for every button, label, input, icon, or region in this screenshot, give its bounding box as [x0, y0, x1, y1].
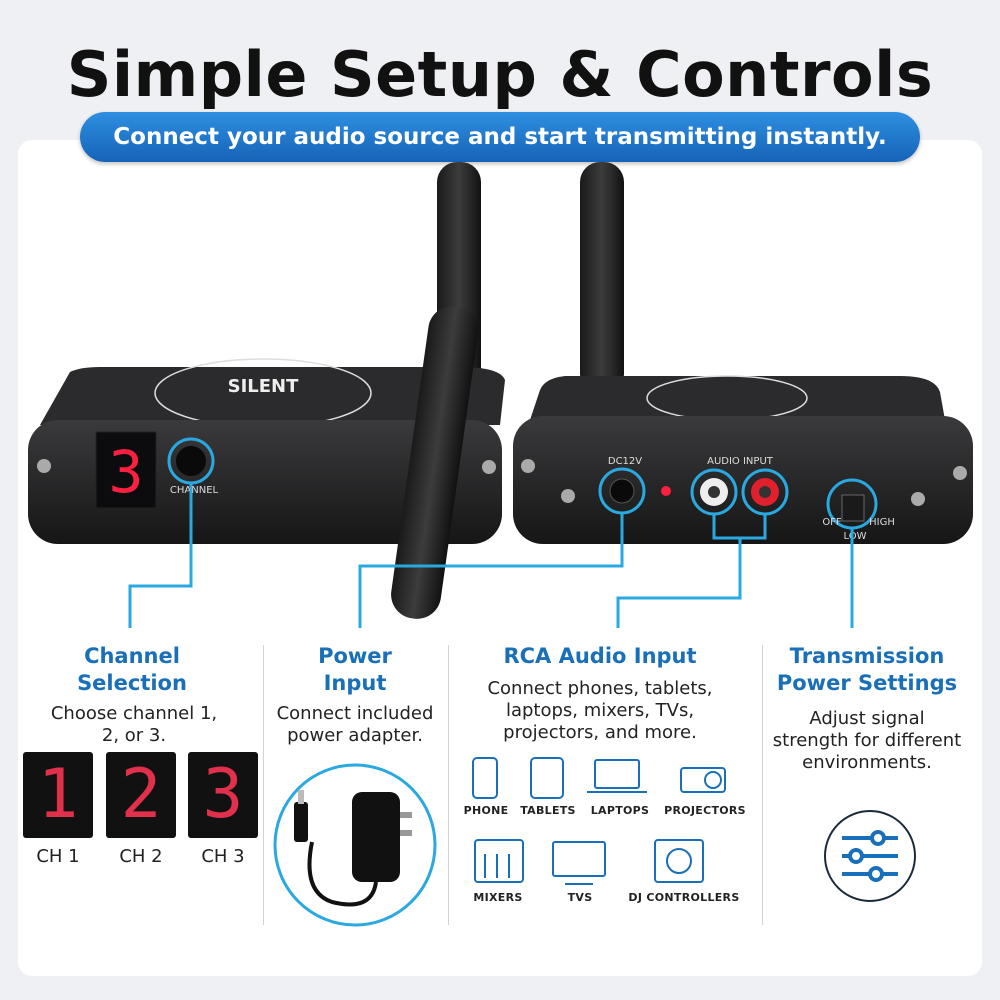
- channel-label: CHANNEL: [170, 485, 219, 496]
- power-input-text: Connect included power adapter.: [276, 703, 434, 746]
- laptop-icon: [594, 759, 640, 789]
- tablet-icon: [530, 757, 564, 799]
- tv-icon: [552, 841, 606, 877]
- source-icons: [472, 757, 726, 885]
- callout-lines: [128, 483, 854, 628]
- source-label-phone: PHONE: [463, 804, 509, 817]
- channel-digit: 3: [202, 755, 244, 834]
- channel-digit-box: [23, 752, 93, 838]
- right-unit-top: [530, 376, 945, 420]
- channel-label-1: CH 1: [36, 846, 80, 867]
- divider: [762, 645, 763, 925]
- audio-input-label: AUDIO INPUT: [707, 456, 774, 467]
- channel-label-2: CH 2: [119, 846, 163, 867]
- channel-digit-box: [106, 752, 176, 838]
- projector-icon: [680, 767, 726, 793]
- source-label-dj-controllers: DJ CONTROLLERS: [628, 891, 740, 904]
- content-card: [18, 140, 982, 976]
- dc-label: DC12V: [608, 456, 642, 467]
- channel-label-3: CH 3: [201, 846, 245, 867]
- sliders-icon: [824, 810, 916, 902]
- source-label-tvs: TVS: [567, 891, 593, 904]
- channel-display: 3: [109, 438, 144, 506]
- switch-high-label: HIGH: [869, 517, 895, 528]
- rca-input-title: RCA Audio Input: [503, 644, 697, 668]
- channel-selection-text: Choose channel 1, 2, or 3.: [50, 703, 218, 746]
- source-label-laptops: LAPTOPS: [590, 804, 650, 817]
- transmission-title: Transmission Power Settings: [776, 644, 958, 695]
- channel-selection-title: Channel Selection: [77, 644, 187, 695]
- channel-digit: 2: [120, 755, 162, 834]
- source-label-projectors: PROJECTORS: [664, 804, 746, 817]
- divider: [448, 645, 449, 925]
- source-label-tablets: TABLETS: [520, 804, 576, 817]
- antenna-back-right: [580, 162, 624, 394]
- logo-text-left: SILENT: [228, 376, 299, 397]
- left-unit-top: [40, 367, 505, 425]
- page-title: Simple Setup & Controls: [66, 38, 934, 111]
- phone-icon: [472, 757, 498, 799]
- divider: [263, 645, 264, 925]
- transmission-text: Adjust signal strength for different env…: [772, 708, 962, 773]
- right-unit-front: [513, 416, 973, 544]
- power-input-title: Power Input: [318, 644, 392, 695]
- switch-low-label: LOW: [844, 531, 867, 542]
- channel-digit: 1: [37, 755, 79, 834]
- mixer-icon: [474, 839, 524, 883]
- dj-controller-icon: [654, 839, 704, 883]
- channel-digit-box: [188, 752, 258, 838]
- switch-off-label: OFF: [822, 517, 842, 528]
- subtitle-banner: Connect your audio source and start tran…: [80, 112, 920, 162]
- rca-input-text: Connect phones, tablets, laptops, mixers…: [487, 678, 713, 743]
- power-adapter-icon: [273, 763, 437, 927]
- antenna-front: [391, 306, 479, 619]
- source-label-mixers: MIXERS: [473, 891, 523, 904]
